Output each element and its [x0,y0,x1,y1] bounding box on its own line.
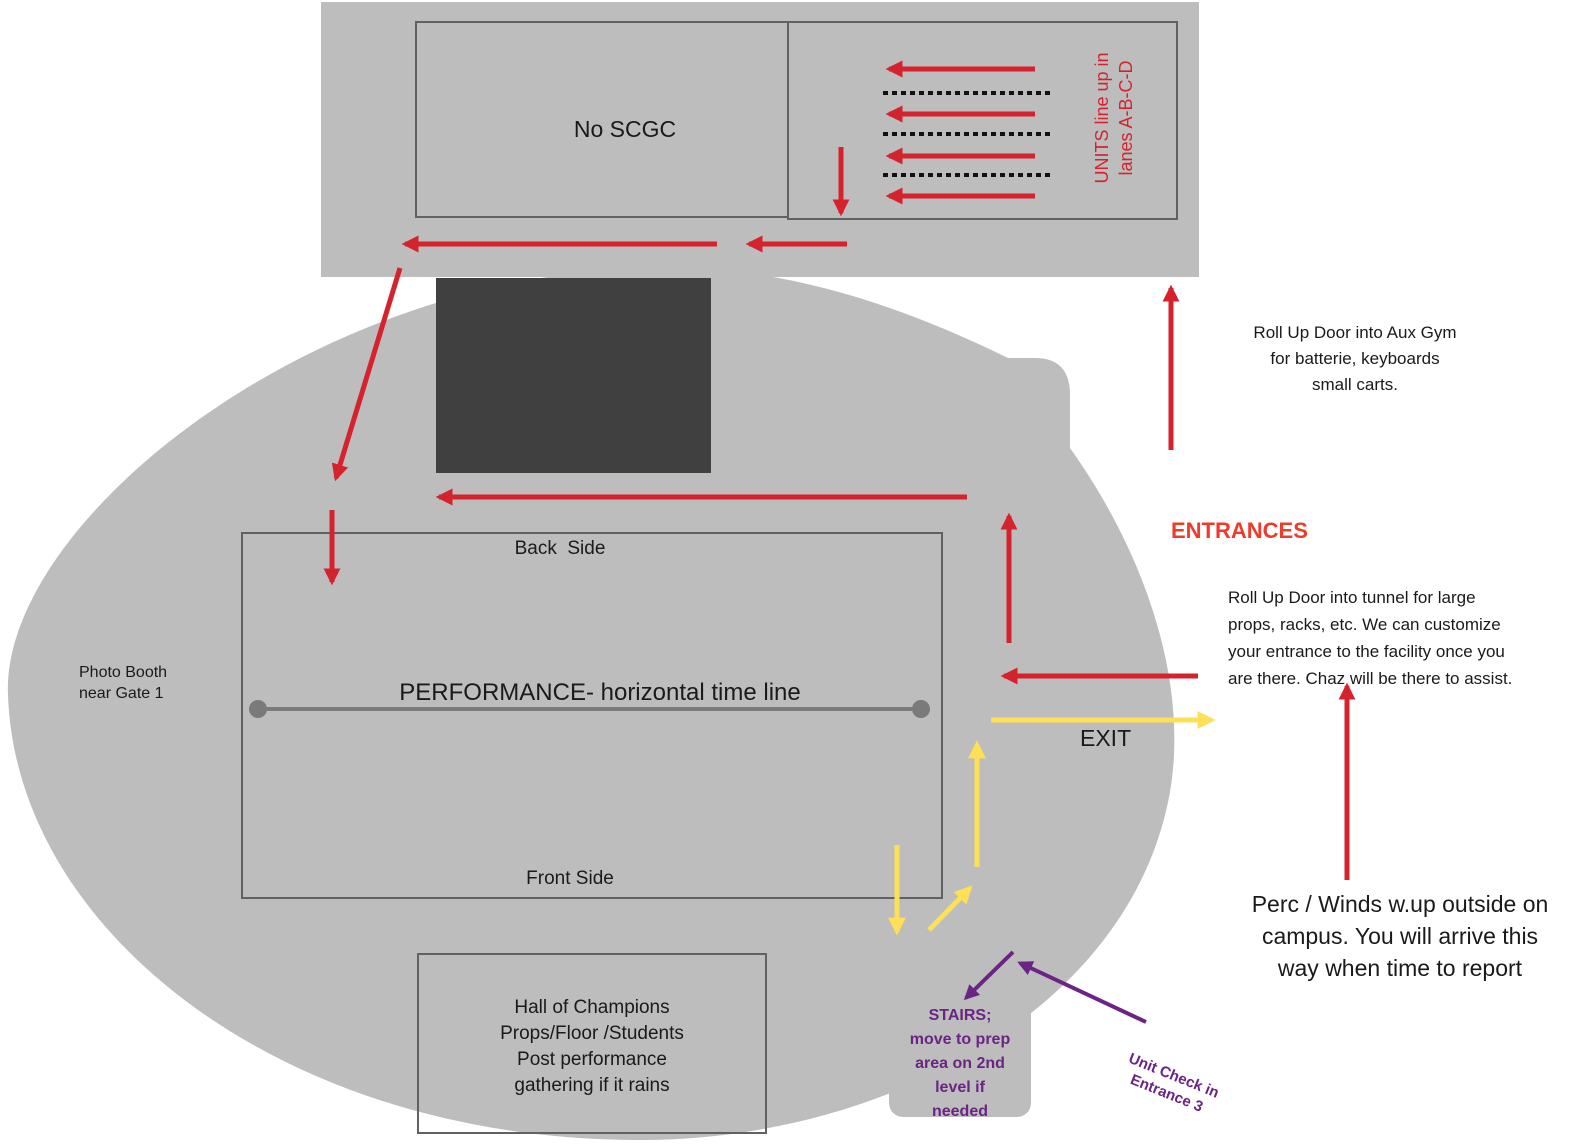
stairs-arrow [963,950,1015,1001]
tunnel-door-line: your entrance to the facility once you [1228,642,1505,661]
tunnel-door-line: props, racks, etc. We can customize [1228,615,1501,634]
warmup-line: campus. You will arrive this [1261,923,1539,949]
stairs-label: STAIRS; move to prep area on 2nd level i… [889,1004,1031,1124]
aux-gym-door-line: Roll Up Door into Aux Gym [1253,323,1457,342]
warmup-line: Perc / Winds w.up outside on [1251,891,1549,917]
aux-gym-area [321,2,1199,277]
diagonal-down-arrow [331,267,403,482]
photo-booth-line: Photo Booth [79,664,168,681]
stairs-area [889,960,1031,1117]
exit-label: EXIT [1080,725,1132,751]
timeline-start-dot [249,700,267,718]
lanes-label-line1: UNITS line up in [1092,52,1112,183]
dark-block [436,278,711,473]
front-side-label: Front Side [526,868,614,889]
tunnel-door-line: are there. Chaz will be there to assist. [1228,669,1513,688]
stairs-line: STAIRS; [928,1007,992,1024]
hall-of-champions-box [417,953,767,1134]
lanes-box [787,21,1178,220]
hall-line: Post performance [517,1049,667,1070]
check-in-arrow [1017,961,1147,1024]
stairs-line: move to prep [909,1031,1011,1048]
photo-booth-line: near Gate 1 [79,685,164,702]
tunnel-door-line: Roll Up Door into tunnel for large [1228,588,1476,607]
entrances-heading: ENTRANCES [1171,518,1308,543]
stairs-line: level if [935,1079,985,1096]
timeline-end-dot [912,700,930,718]
aux-gym-door-note: Roll Up Door into Aux Gym for batterie, … [1190,320,1520,398]
aux-gym-door-line: small carts. [1312,375,1398,394]
warmup-line: way when time to report [1277,955,1523,981]
aux-gym-door-line: for batterie, keyboards [1270,349,1440,368]
hall-of-champions-label: Hall of Champions Props/Floor /Students … [418,995,766,1099]
no-scgc-label: No SCGC [573,116,677,142]
back-side-label: Back Side [514,538,606,559]
unit-check-in-label: Unit Check in Entrance 3 [1126,1050,1221,1116]
yellow-diagonal-arrow [927,885,973,932]
stairs-line: area on 2nd [915,1055,1005,1072]
stairs-line: needed [931,1103,988,1120]
arena-floor-area [7,267,1175,1140]
lanes-label-group: UNITS line up in lanes A-B-C-D [1092,52,1136,183]
performance-floor-box [241,532,943,899]
photo-booth-label: Photo Booth near Gate 1 [79,662,167,704]
tunnel-door-note: Roll Up Door into tunnel for large props… [1228,584,1590,692]
warmup-note: Perc / Winds w.up outside on campus. You… [1215,888,1585,984]
timeline-label: PERFORMANCE- horizontal time line [399,679,801,706]
hall-line: Props/Floor /Students [500,1023,684,1044]
hall-line: Hall of Champions [514,997,670,1018]
lanes-label-line2: lanes A-B-C-D [1116,60,1136,175]
lane-dividers [883,91,1054,177]
hall-line: gathering if it rains [514,1075,670,1096]
